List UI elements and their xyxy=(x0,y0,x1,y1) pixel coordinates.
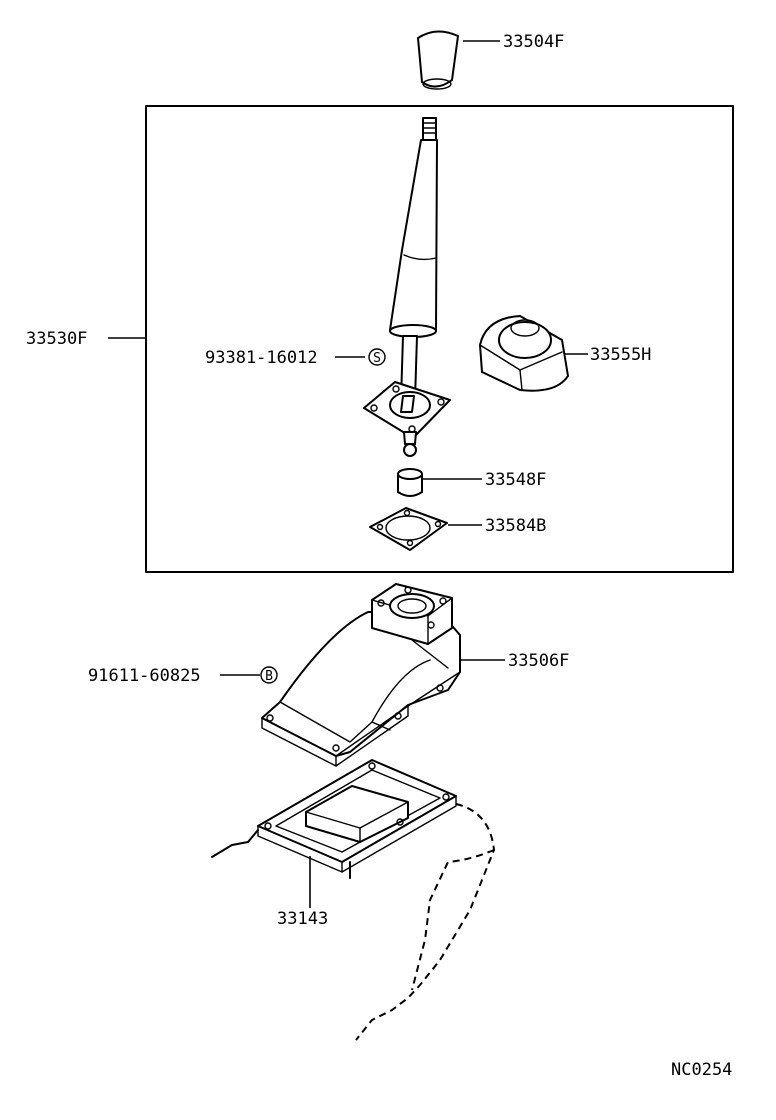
label-knob: 33504F xyxy=(503,32,564,52)
label-cover-gasket: 33143 xyxy=(277,909,328,929)
shift-knob xyxy=(417,30,459,90)
label-retainer-bolt: 91611-60825 xyxy=(88,666,201,686)
transmission-case-outline xyxy=(211,803,496,1041)
retainer-housing xyxy=(261,583,461,767)
shift-boot xyxy=(479,315,569,392)
label-bolt: 93381-16012 xyxy=(205,348,318,368)
shift-lever xyxy=(389,117,438,401)
lever-assembly-box xyxy=(145,105,734,573)
retainer-bolt-mark: B xyxy=(265,669,273,684)
diagram-code: NC0254 xyxy=(671,1060,732,1080)
transmission-cover xyxy=(257,759,457,873)
label-lever-assy: 33530F xyxy=(26,329,87,349)
retainer-bolt-mark-circle xyxy=(260,666,278,684)
label-retainer: 33506F xyxy=(508,651,569,671)
bolt-mark-circle xyxy=(368,348,386,366)
bolt-mark: S xyxy=(373,351,381,366)
bushing xyxy=(397,468,423,497)
label-gasket: 33584B xyxy=(485,516,546,536)
lever-seat-plate xyxy=(363,381,451,457)
label-boot: 33555H xyxy=(590,345,651,365)
lever-gasket xyxy=(369,507,448,551)
label-bushing: 33548F xyxy=(485,470,546,490)
